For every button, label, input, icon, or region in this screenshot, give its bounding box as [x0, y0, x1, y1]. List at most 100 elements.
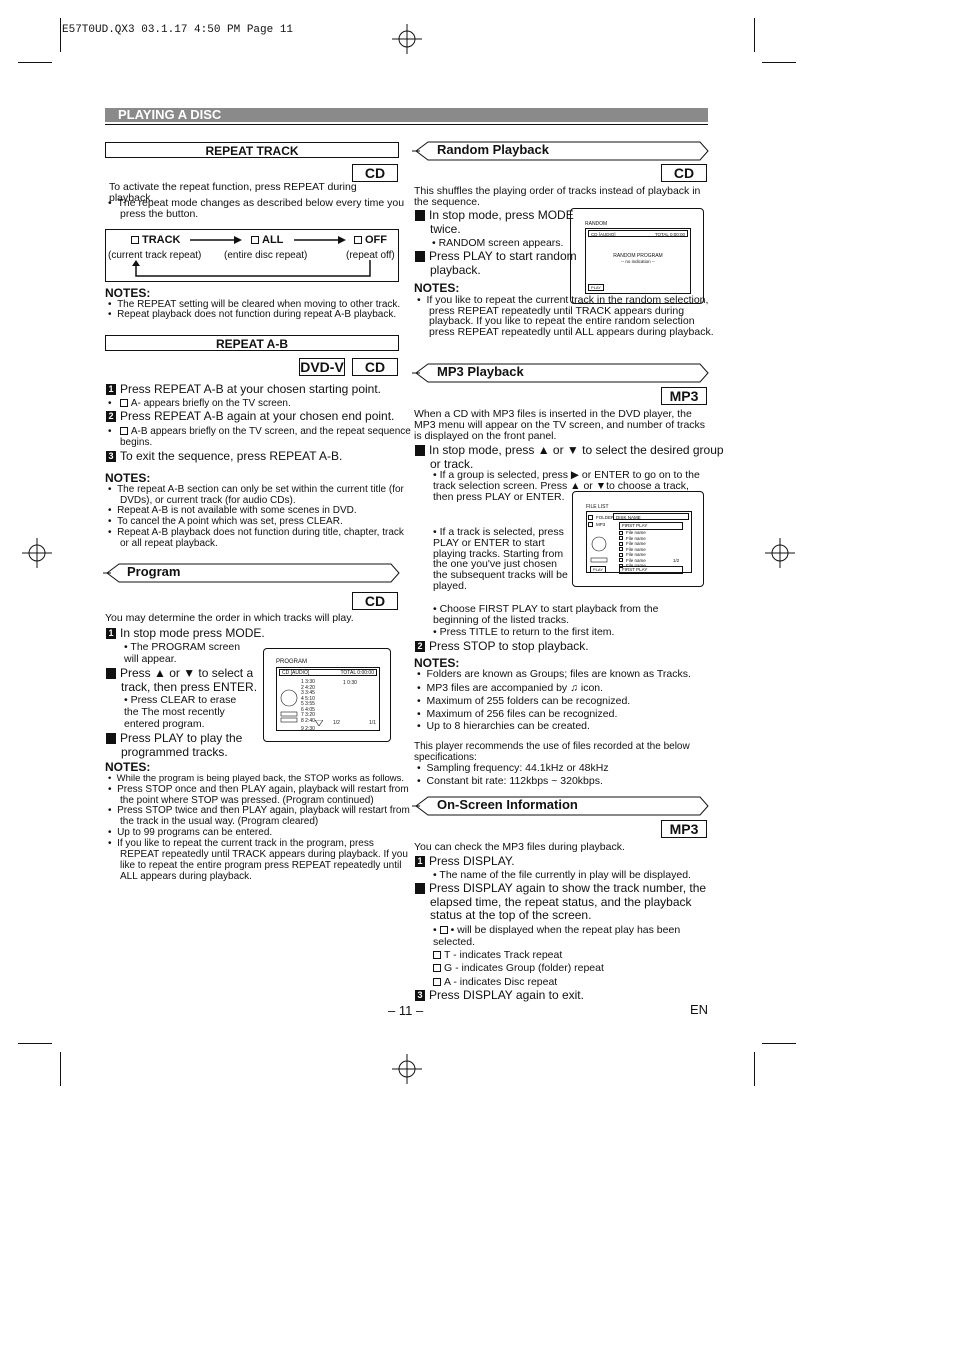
screen-row: File name [619, 563, 646, 569]
music-note-icon [619, 552, 623, 557]
note-item: • Up to 99 programs can be entered. [108, 827, 273, 838]
step-number: 2 [101, 668, 116, 680]
bullet-text: A-B appears briefly on the TV screen, an… [120, 426, 411, 448]
repeat-track-notes-title: NOTES: [105, 286, 151, 300]
step-number: 2 [410, 251, 425, 263]
screen-bar: CD [AUDIO] TOTAL 0:00:00 [588, 230, 688, 237]
flow-all: ALL [251, 235, 283, 246]
legend-text: A - indicates Disc repeat [444, 976, 558, 988]
spec-item: • Sampling frequency: 44.1kHz or 48kHz [417, 762, 609, 774]
flow-off-label: OFF [365, 234, 387, 246]
osd-disc-repeat: A - indicates Disc repeat [433, 977, 557, 988]
repeat-icon [433, 951, 441, 960]
screen-page: 1/2 [673, 558, 680, 563]
mp3-intro: When a CD with MP3 files is inserted in … [414, 408, 706, 442]
note-item: • Maximum of 255 folders can be recogniz… [417, 695, 631, 707]
screen-bar-left: CD [AUDIO] [282, 670, 310, 676]
note-text: Press STOP once and then PLAY again, pla… [117, 784, 409, 806]
screen-row: 2 4:20 [301, 684, 315, 691]
screen-row: File name [619, 530, 646, 536]
screen-bar-right: TOTAL 0:00:00 [340, 670, 374, 676]
legend-text: T - indicates Track repeat [444, 949, 563, 961]
screen-row: 8 2:40 [301, 717, 315, 724]
note-item: • The repeat A-B section can only be set… [108, 484, 404, 506]
section-banner-icon [412, 796, 709, 816]
screen-row: File name [619, 536, 646, 542]
flow-all-sub: (entire disc repeat) [224, 250, 308, 261]
cd-tag: CD [661, 164, 707, 182]
repeat-ab-notes-title: NOTES: [105, 471, 151, 485]
screen-prog-entry: 1 0:30 [343, 680, 357, 686]
cd-tag: CD [352, 164, 398, 182]
music-note-icon [588, 522, 593, 528]
mp3-tag: MP3 [661, 820, 707, 838]
crop-mark [762, 1043, 796, 1044]
note-text: Up to 8 hierarchies can be created. [426, 720, 590, 732]
crop-mark [754, 1052, 755, 1086]
note-item: • The REPEAT setting will be cleared whe… [108, 299, 401, 310]
note-item: • Folders are known as Groups; files are… [417, 668, 691, 680]
screen-panel: CD [AUDIO] TOTAL 0:00:00 1 3:30 2 4:20 3… [276, 667, 380, 732]
note-item: • To cancel the A point which was set, p… [108, 516, 343, 527]
step-text: Press PLAY to start random playback. [429, 249, 577, 277]
screen-page: 1/2 [333, 720, 340, 726]
note-item: • If you like to repeat the current trac… [108, 838, 408, 882]
step-number: 2 [415, 641, 425, 653]
screen-first-play: FIRST PLAY [619, 566, 683, 574]
bullet-text: The repeat mode changes as described bel… [117, 197, 405, 220]
dpad-icon [590, 536, 608, 563]
screen-row: File name [619, 541, 646, 547]
flow-off-sub: (repeat off) [346, 250, 395, 261]
note-item: • If you like to repeat the current trac… [417, 294, 714, 339]
step-text: Press STOP to stop playback. [429, 639, 589, 653]
screen-track-list: 1 3:30 2 4:20 3 3:45 4 5:10 5 3:55 6 4:0… [301, 679, 341, 724]
repeat-ab-title: REPEAT A-B [105, 335, 399, 351]
registration-mark-icon [765, 538, 795, 568]
random-title: Random Playback [437, 142, 549, 157]
screen-row: 5 3:55 [301, 701, 315, 707]
flow-all-label: ALL [262, 234, 284, 246]
note-text: Repeat A-B playback does not function du… [117, 527, 404, 549]
note-item: • While the program is being played back… [108, 773, 405, 784]
mp3-tag: MP3 [661, 387, 707, 405]
registration-mark-icon [22, 538, 52, 568]
step-number: 1 [410, 210, 425, 222]
music-note-icon [619, 536, 623, 541]
program-title: Program [127, 564, 181, 579]
note-text: Repeat A-B is not available with some sc… [117, 505, 357, 516]
note-text: If you like to repeat the current track … [426, 294, 714, 339]
screen-bar-left: CD [AUDIO] [591, 232, 616, 237]
scroll-arrow-icon [315, 720, 323, 726]
screen-page: 1/1 [369, 720, 376, 726]
repeat-flow-box: TRACK (current track repeat) ALL (entire… [105, 229, 399, 282]
screen-last-row: 9 2:30 [301, 726, 315, 732]
random-notes-title: NOTES: [414, 281, 460, 295]
step-text: In stop mode, press MODE twice. [429, 208, 574, 236]
note-item: • MP3 files are accompanied by ♫ icon. [417, 682, 604, 694]
spec-text: Constant bit rate: 112kbps ~ 320kbps. [426, 775, 603, 787]
repeat-icon [251, 236, 259, 245]
step-number: 3 [101, 733, 116, 745]
file-text: File name [626, 546, 646, 552]
screen-play-button: PLAY [588, 284, 604, 291]
music-note-icon [619, 530, 623, 535]
page-number: – 11 – [388, 1003, 424, 1018]
step-text: Press ▲ or ▼ to select a track, then pre… [120, 666, 258, 694]
osd-step1-bullet: • The name of the file currently in play… [433, 869, 691, 881]
screen-row: 6 4:05 [301, 706, 315, 713]
program-notes-title: NOTES: [105, 760, 151, 774]
mp3-title: MP3 Playback [437, 364, 524, 379]
folder-icon [588, 515, 593, 521]
note-text: To cancel the A point which was set, pre… [117, 516, 343, 527]
section-header-label: PLAYING A DISC [118, 107, 222, 122]
print-slug: E57T0UD.QX3 03.1.17 4:50 PM Page 11 [62, 24, 294, 36]
crop-mark [60, 18, 61, 52]
screen-row: 7 3:20 [301, 712, 315, 718]
registration-mark-icon [392, 1054, 422, 1084]
spec-text: Sampling frequency: 44.1kHz or 48kHz [426, 762, 609, 774]
legend-text: G - indicates Group (folder) repeat [444, 962, 604, 974]
flow-track: TRACK [131, 235, 181, 246]
crop-mark [18, 1043, 52, 1044]
